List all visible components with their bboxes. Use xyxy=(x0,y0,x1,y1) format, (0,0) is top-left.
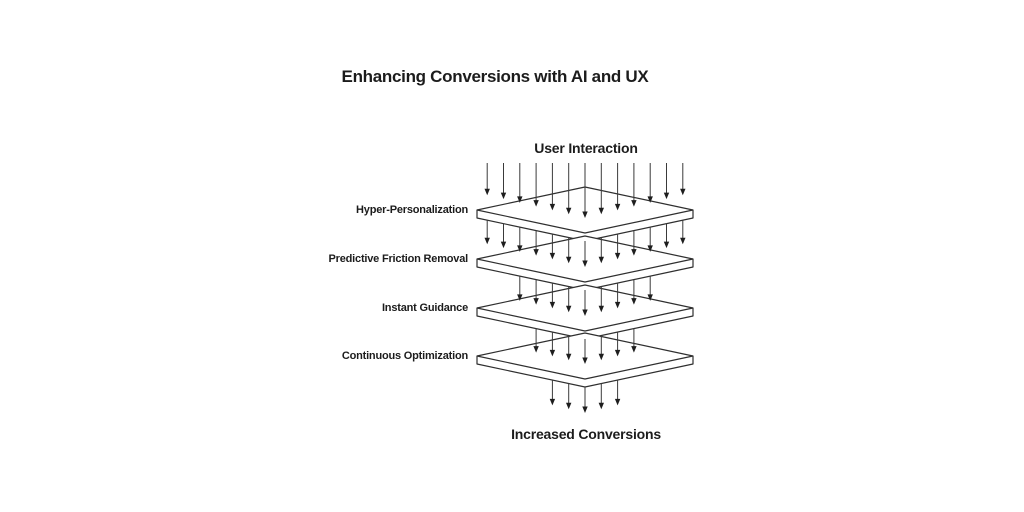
flow-arrowhead-icon xyxy=(598,353,604,361)
flow-arrowhead-icon xyxy=(663,241,670,249)
flow-arrowhead-icon xyxy=(598,402,604,410)
flow-arrowhead-icon xyxy=(549,398,556,406)
flow-arrowhead-icon xyxy=(517,196,523,203)
flow-arrowhead-icon xyxy=(549,252,556,260)
flow-arrowhead-icon xyxy=(582,309,588,316)
flow-arrowhead-icon xyxy=(631,200,637,207)
flow-arrowhead-icon xyxy=(631,298,637,305)
flow-arrowhead-icon xyxy=(549,301,556,309)
flow-arrowhead-icon xyxy=(549,349,556,357)
flow-arrowhead-icon xyxy=(680,188,686,196)
plate-front-edge-0 xyxy=(476,209,694,234)
flow-arrowhead-icon xyxy=(647,294,653,301)
flow-arrowhead-icon xyxy=(566,305,572,313)
flow-arrowhead-icon xyxy=(598,207,604,215)
flow-arrowhead-icon xyxy=(582,211,588,218)
arrow-set-3 xyxy=(533,328,637,364)
flow-arrowhead-icon xyxy=(517,294,523,301)
flow-arrowhead-icon xyxy=(631,346,637,353)
flow-arrowhead-icon xyxy=(533,346,539,353)
flow-arrowhead-icon xyxy=(533,249,539,256)
flow-arrowhead-icon xyxy=(533,298,539,305)
flow-arrowhead-icon xyxy=(647,196,653,203)
flow-arrowhead-icon xyxy=(663,192,670,200)
arrow-set-4 xyxy=(549,380,621,413)
plate-front-edge-1 xyxy=(476,258,694,283)
flow-arrowhead-icon xyxy=(582,260,588,267)
flow-arrowhead-icon xyxy=(598,305,604,313)
page-title: Enhancing Conversions with AI and UX xyxy=(341,67,649,86)
flow-arrowhead-icon xyxy=(598,256,604,264)
flow-arrowhead-icon xyxy=(614,398,621,406)
flow-arrowhead-icon xyxy=(647,245,653,252)
flow-arrowhead-icon xyxy=(484,188,490,196)
flow-arrowhead-icon xyxy=(566,353,572,361)
flow-arrowhead-icon xyxy=(582,406,588,413)
arrow-set-2 xyxy=(517,276,653,316)
flow-arrowhead-icon xyxy=(631,249,637,256)
flow-arrowhead-icon xyxy=(484,237,490,245)
flow-arrowhead-icon xyxy=(566,402,572,410)
input-flow-label: User Interaction xyxy=(534,140,638,156)
flow-arrowhead-icon xyxy=(517,245,523,252)
flow-arrowhead-icon xyxy=(500,192,507,200)
flow-arrowhead-icon xyxy=(566,256,572,264)
flow-arrowhead-icon xyxy=(680,237,686,245)
plate-front-edge-3 xyxy=(476,355,694,380)
flow-arrowhead-icon xyxy=(533,200,539,207)
flow-arrowhead-icon xyxy=(614,203,621,211)
flow-arrowhead-icon xyxy=(566,207,572,215)
flow-arrowhead-icon xyxy=(582,357,588,364)
flow-arrowhead-icon xyxy=(614,252,621,260)
flow-arrowhead-icon xyxy=(614,349,621,357)
plate-front-edge-2 xyxy=(476,307,694,332)
arrow-set-1 xyxy=(484,220,686,267)
flow-arrowhead-icon xyxy=(614,301,621,309)
flow-arrowhead-icon xyxy=(500,241,507,249)
output-flow-label: Increased Conversions xyxy=(511,426,661,442)
arrow-set-0 xyxy=(484,163,686,218)
flow-arrowhead-icon xyxy=(549,203,556,211)
